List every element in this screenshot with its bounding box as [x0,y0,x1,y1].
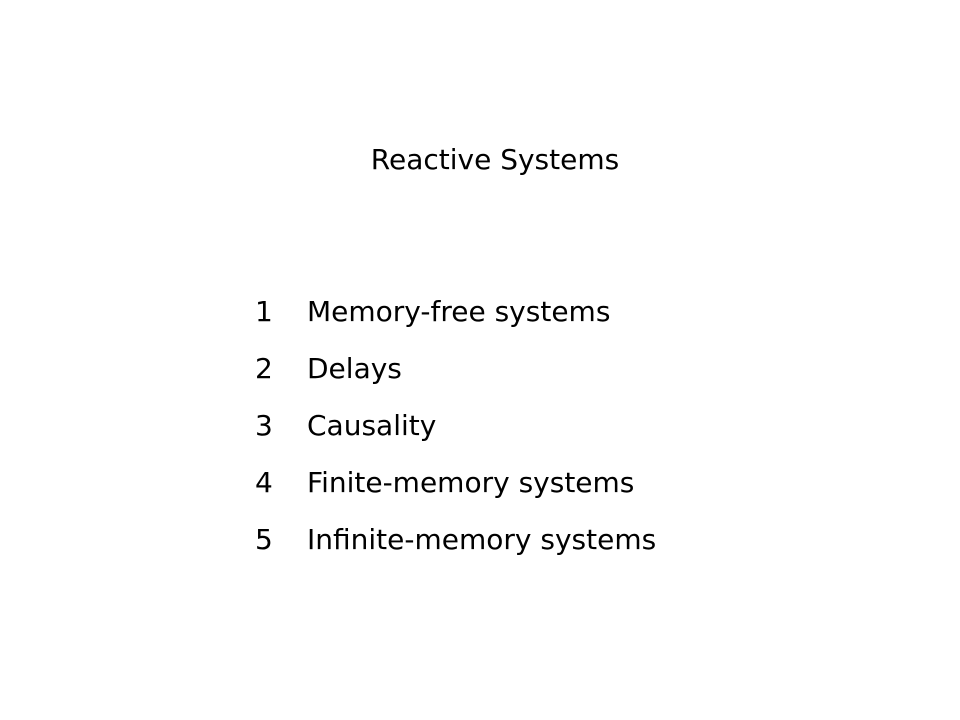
slide-title: Reactive Systems [370,143,620,176]
item-number: 3 [255,409,273,442]
item-label: Finite-memory systems [307,466,635,499]
list-item: 1 Memory-free systems [255,283,656,340]
list-item: 3 Causality [255,397,656,454]
item-number: 5 [255,523,273,556]
list-item: 2 Delays [255,340,656,397]
item-label: Infinite-memory systems [307,523,657,556]
item-label: Causality [307,409,437,442]
item-label: Delays [307,352,402,385]
item-number: 2 [255,352,273,385]
list-item: 5 Infinite-memory systems [255,511,656,568]
list-item: 4 Finite-memory systems [255,454,656,511]
item-label: Memory-free systems [307,295,611,328]
item-number: 4 [255,466,273,499]
item-number: 1 [255,295,273,328]
topic-list: 1 Memory-free systems 2 Delays 3 Causali… [255,283,656,568]
